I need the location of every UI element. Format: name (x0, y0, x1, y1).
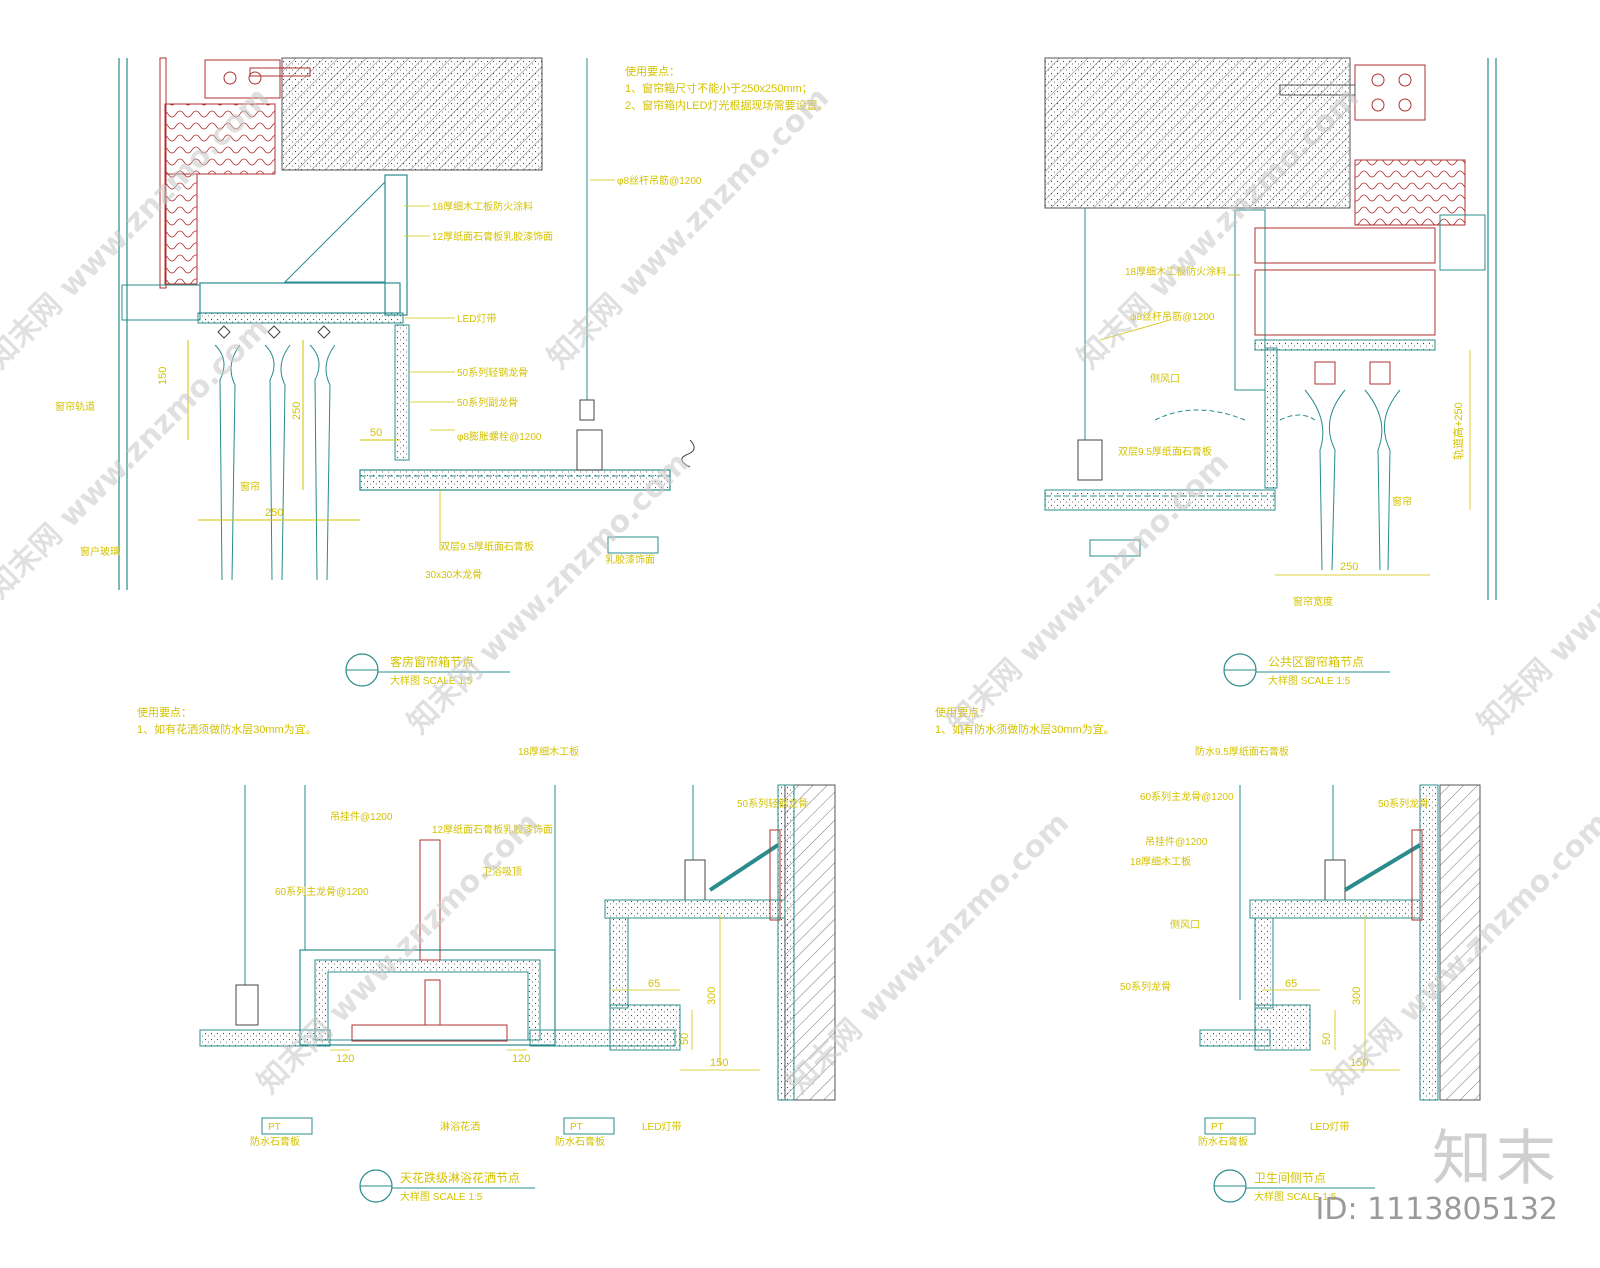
svg-text:知末网 www.znzmo.com: 知末网 www.znzmo.com (0, 311, 276, 606)
label4-keel: 50系列龙骨 (1378, 797, 1429, 810)
detail-public-area-curtain-box: 轨道高+250 250 18厚细木工板防火涂料 φ8丝杆吊筋@1200 侧风口 … (1044, 57, 1497, 687)
label3-hanger: 吊挂件@1200 (330, 810, 393, 823)
label4-hanger: 吊挂件@1200 (1145, 835, 1208, 848)
label3-gypsum: 12厚纸面石膏板乳胶漆饰面 (432, 823, 553, 836)
dim4-150: 150 (1350, 1057, 1368, 1069)
dim-250-v: 250 (291, 402, 303, 420)
brand-logo: 知末 (1432, 1124, 1560, 1194)
label3-wood-board: 18厚细木工板 (518, 745, 579, 758)
detail-guest-room-curtain-box: 150 250 50 250 18厚细木工板防火涂料 12厚纸面石膏板乳胶漆饰面… (55, 57, 829, 687)
dim-50: 50 (370, 427, 382, 439)
note4-title: 使用要点： (935, 706, 990, 719)
label-hanger-2: φ8丝杆吊筋@1200 (1130, 310, 1215, 323)
detail-bathroom-side: 使用要点： 1、如有防水须做防水层30mm为宜。 65 300 50 150 防… (935, 706, 1481, 1203)
dim4-50: 50 (1321, 1033, 1333, 1045)
note3-1: 1、如有花洒须做防水层30mm为宜。 (137, 722, 317, 736)
dim-track-height: 轨道高+250 (1451, 402, 1465, 460)
note-2: 2、窗帘箱内LED灯光根据现场需要设置。 (625, 98, 829, 112)
label-double-gypsum: 双层9.5厚纸面石膏板 (440, 540, 534, 553)
svg-text:知末网 www.znzmo.com: 知末网 www.znzmo.com (1471, 446, 1600, 741)
detail-title-2: 公共区窗帘箱节点 (1268, 654, 1364, 669)
detail-shower-ceiling: 使用要点： 1、如有花洒须做防水层30mm为宜。 120 120 65 300 (137, 706, 836, 1203)
label3-main-keel: 60系列主龙骨@1200 (275, 885, 369, 898)
label-vent: 侧风口 (1150, 372, 1180, 385)
label4-led: LED灯带 (1310, 1121, 1349, 1133)
detail-title-1: 客房窗帘箱节点 (390, 654, 474, 669)
detail-title-4: 卫生间侧节点 (1254, 1171, 1326, 1185)
label3-waterproof-2: 防水石膏板 (555, 1135, 605, 1148)
label4-keel-2: 50系列龙骨 (1120, 980, 1171, 993)
dim4-65: 65 (1285, 978, 1297, 990)
svg-text:知末网 www.znzmo.com: 知末网 www.znzmo.com (541, 81, 836, 376)
label-sub-keel: 50系列副龙骨 (457, 396, 518, 409)
label-curtain: 窗帘 (240, 480, 260, 493)
tag3-a: PT (268, 1122, 281, 1133)
label3-keel: 50系列轻钢龙骨 (737, 797, 808, 810)
label-hanger: φ8丝杆吊筋@1200 (617, 174, 702, 187)
detail-scale-1: 大样图 SCALE 1:5 (390, 674, 473, 687)
detail-title-3: 天花跌级淋浴花洒节点 (400, 1170, 520, 1185)
label4-vent: 侧风口 (1170, 918, 1200, 931)
dim3-150: 150 (710, 1057, 728, 1069)
label-curtain-width: 窗帘宽度 (1293, 595, 1333, 608)
detail-scale-2: 大样图 SCALE 1:5 (1268, 674, 1351, 687)
note4-1: 1、如有防水须做防水层30mm为宜。 (935, 722, 1115, 736)
dim-150: 150 (157, 367, 169, 385)
dim3-120a: 120 (336, 1053, 354, 1065)
label-curtain-2: 窗帘 (1392, 495, 1412, 508)
brand-id: ID: 1113805132 (1315, 1192, 1558, 1227)
detail-scale-4: 大样图 SCALE 1:5 (1254, 1190, 1337, 1203)
dim4-300: 300 (1351, 987, 1363, 1005)
note-title: 使用要点： (625, 65, 680, 78)
detail-scale-3: 大样图 SCALE 1:5 (400, 1190, 483, 1203)
svg-text:知末网 www.znzmo.com: 知末网 www.znzmo.com (251, 806, 546, 1101)
label3-led: LED灯带 (642, 1121, 681, 1133)
note3-title: 使用要点： (137, 706, 192, 719)
label3-shower: 淋浴花洒 (440, 1120, 480, 1133)
label-wood-board-2: 18厚细木工板防火涂料 (1125, 265, 1226, 278)
label-track: 窗帘轨道 (55, 400, 95, 413)
label4-wood-board: 18厚细木工板 (1130, 855, 1191, 868)
label-glass: 窗户玻璃 (80, 545, 120, 558)
label-keel: 50系列轻钢龙骨 (457, 366, 528, 379)
dim3-65: 65 (648, 978, 660, 990)
note-1: 1、窗帘箱尺寸不能小于250x250mm； (625, 81, 813, 95)
dim-250: 250 (1340, 561, 1358, 573)
label3-light: 卫浴吸顶 (482, 866, 522, 878)
label-double-gypsum-2: 双层9.5厚纸面石膏板 (1118, 445, 1212, 458)
label-wood-board: 18厚细木工板防火涂料 (432, 200, 533, 213)
label4-gypsum: 防水9.5厚纸面石膏板 (1195, 745, 1289, 758)
dim3-120b: 120 (512, 1053, 530, 1065)
label-bolt: φ8膨胀螺栓@1200 (457, 430, 542, 443)
tag4-a: PT (1211, 1122, 1224, 1133)
dim3-300: 300 (706, 987, 718, 1005)
dim-250-h: 250 (265, 507, 283, 519)
dim3-50: 50 (679, 1033, 691, 1045)
label-wood-keel: 30x30木龙骨 (425, 568, 482, 581)
tag3-b: PT (570, 1122, 583, 1133)
label-gypsum: 12厚纸面石膏板乳胶漆饰面 (432, 230, 553, 243)
label4-waterproof: 防水石膏板 (1198, 1135, 1248, 1148)
label4-main-keel: 60系列主龙骨@1200 (1140, 790, 1234, 803)
label-led: LED灯带 (457, 313, 496, 325)
label3-waterproof: 防水石膏板 (250, 1135, 300, 1148)
label-paint: 乳胶漆饰面 (605, 553, 655, 566)
